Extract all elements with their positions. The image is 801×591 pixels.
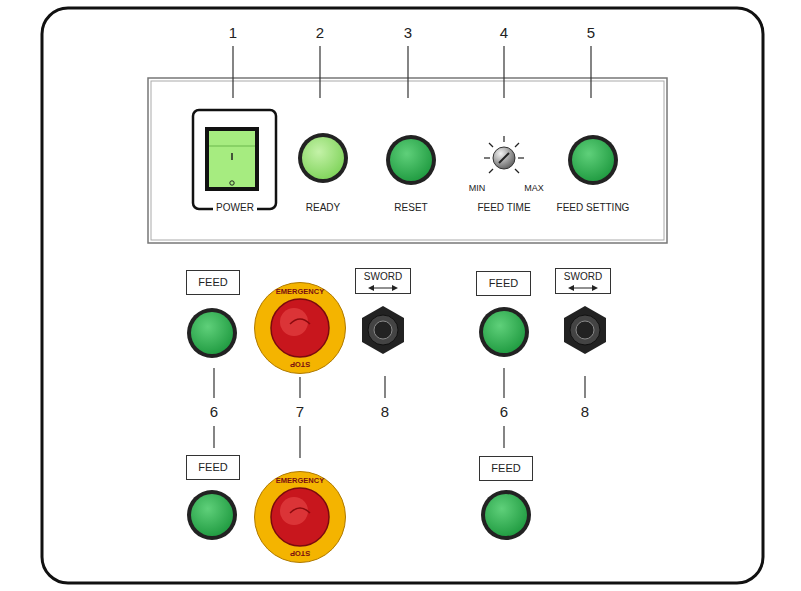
callout-number: 7 bbox=[296, 404, 304, 419]
stop-text: STOP bbox=[290, 549, 310, 557]
callout-number: 8 bbox=[381, 404, 389, 419]
feed-label-box: FEED bbox=[479, 456, 533, 481]
button-label: RESET bbox=[394, 203, 427, 213]
button-label: POWER bbox=[213, 203, 257, 213]
feed-label: FEED bbox=[491, 463, 520, 474]
stop-text: STOP bbox=[290, 360, 310, 368]
sword-label: SWORD bbox=[364, 272, 402, 282]
callout-number: 3 bbox=[404, 25, 412, 40]
knob-label: FEED TIME bbox=[477, 203, 530, 213]
sword-label-box: SWORD bbox=[355, 268, 411, 294]
feed-label-box: FEED bbox=[476, 271, 531, 296]
sword-label: SWORD bbox=[564, 272, 602, 282]
emergency-stop-button: EMERGENCY STOP bbox=[254, 282, 346, 374]
feed-label: FEED bbox=[198, 277, 227, 288]
feed-label: FEED bbox=[489, 278, 518, 289]
double-arrow-symbol bbox=[568, 284, 598, 292]
callout-number: 6 bbox=[210, 404, 218, 419]
sword-label-box: SWORD bbox=[555, 268, 611, 294]
emergency-text: EMERGENCY bbox=[276, 288, 324, 296]
feed-label-box: FEED bbox=[186, 455, 240, 480]
emergency-text: EMERGENCY bbox=[276, 477, 324, 485]
callout-number: 5 bbox=[587, 25, 595, 40]
button-label: FEED SETTING bbox=[557, 203, 630, 213]
knob-range-label: MIN bbox=[469, 184, 486, 193]
feed-label: FEED bbox=[198, 462, 227, 473]
knob-range-label: MAX bbox=[524, 184, 544, 193]
callout-number: 8 bbox=[581, 404, 589, 419]
double-arrow-symbol bbox=[368, 284, 398, 292]
callout-number: 2 bbox=[316, 25, 324, 40]
feed-label-box: FEED bbox=[186, 270, 240, 295]
callout-number: 6 bbox=[500, 404, 508, 419]
callout-number: 4 bbox=[500, 25, 508, 40]
button-label: READY bbox=[306, 203, 340, 213]
callout-number: 1 bbox=[229, 25, 237, 40]
emergency-stop-button: EMERGENCY STOP bbox=[254, 471, 346, 563]
